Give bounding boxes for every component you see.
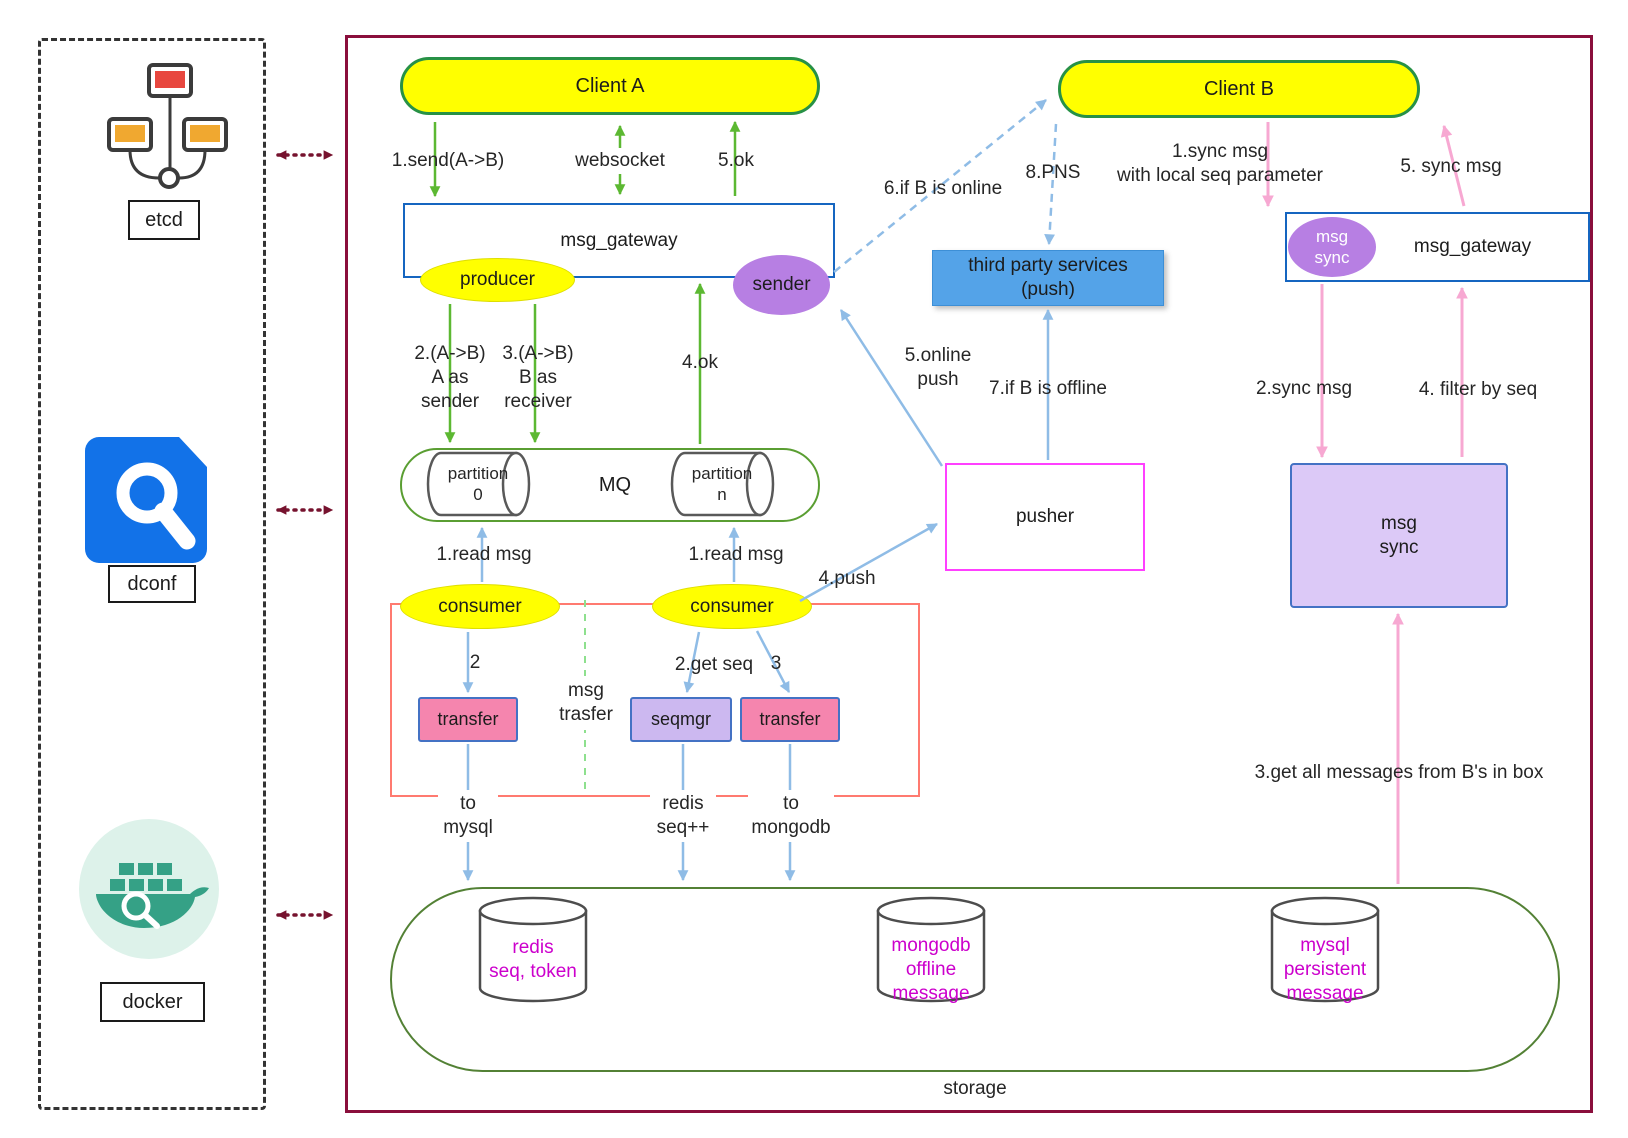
node-msg-sync-badge: msg sync (1288, 217, 1376, 277)
node-consumer-left: consumer (400, 584, 560, 629)
docker-label: docker (100, 982, 205, 1022)
edge-label-get-seq: 2.get seq (674, 654, 754, 676)
partitionN-label: partition n (691, 463, 753, 504)
edge-label-sync-msg-1: 1.sync msg with local seq parameter (1117, 141, 1323, 186)
edge-label-ok-5: 5.ok (718, 150, 754, 172)
node-sender: sender (733, 255, 830, 315)
node-client-b: Client B (1058, 60, 1420, 118)
edge-label-step-3: 3 (770, 653, 782, 675)
storage-label: storage (943, 1078, 1007, 1100)
node-producer: producer (420, 258, 575, 302)
mongodb-label: mongodb offline message (891, 935, 971, 1004)
node-transfer-right: transfer (740, 697, 840, 742)
edge-label-b-as-receiver: 3.(A->B) B as receiver (502, 343, 574, 412)
dconf-icon (85, 437, 213, 563)
edge-label-pns: 8.PNS (1025, 162, 1081, 184)
msg-transfer-group-label: msg trasfer (542, 676, 630, 730)
node-pusher: pusher (945, 463, 1145, 571)
node-consumer-right: consumer (652, 584, 812, 629)
edge-label-push-4: 4.push (818, 568, 876, 590)
edge-label-read-msg-left: 1.read msg (436, 544, 532, 566)
docker-icon (78, 818, 220, 960)
node-seqmgr: seqmgr (630, 697, 732, 742)
node-msg-sync-service: msg sync (1290, 463, 1508, 608)
edge-label-get-all-messages: 3.get all messages from B's in box (1254, 762, 1544, 784)
node-client-a: Client A (400, 57, 820, 115)
edge-label-websocket: websocket (568, 148, 672, 174)
mysql-label: mysql persistent message (1283, 935, 1367, 1004)
edge-label-sync-msg-5: 5. sync msg (1400, 156, 1502, 178)
sidebar-panel (38, 38, 266, 1110)
node-transfer-left: transfer (418, 697, 518, 742)
edge-label-ok-4: 4.ok (682, 352, 718, 374)
etcd-icon (105, 62, 230, 197)
edge-label-to-mongodb: to mongodb (748, 790, 834, 842)
dconf-label: dconf (108, 565, 196, 603)
partition0-label: partition 0 (447, 463, 509, 504)
redis-label: redis seq, token (489, 937, 577, 982)
node-mq-label: MQ (598, 473, 632, 496)
edge-label-online-push: 5.online push (904, 345, 972, 390)
edge-label-if-b-offline: 7.if B is offline (989, 378, 1107, 400)
etcd-label: etcd (128, 200, 200, 240)
node-third-party-services: third party services (push) (932, 250, 1164, 306)
edge-label-to-mysql: to mysql (438, 790, 498, 842)
main-diagram-frame (345, 35, 1593, 1113)
edge-label-a-as-sender: 2.(A->B) A as sender (414, 343, 486, 412)
edge-label-send-a-b: 1.send(A->B) (391, 150, 505, 172)
edge-label-if-b-online: 6.if B is online (883, 178, 1003, 200)
edge-label-step-2: 2 (469, 652, 481, 674)
edge-label-sync-msg-2: 2.sync msg (1255, 378, 1353, 400)
edge-label-redis-seq: redis seq++ (650, 790, 716, 842)
edge-label-read-msg-right: 1.read msg (688, 544, 784, 566)
edge-label-filter-by-seq: 4. filter by seq (1418, 379, 1538, 401)
